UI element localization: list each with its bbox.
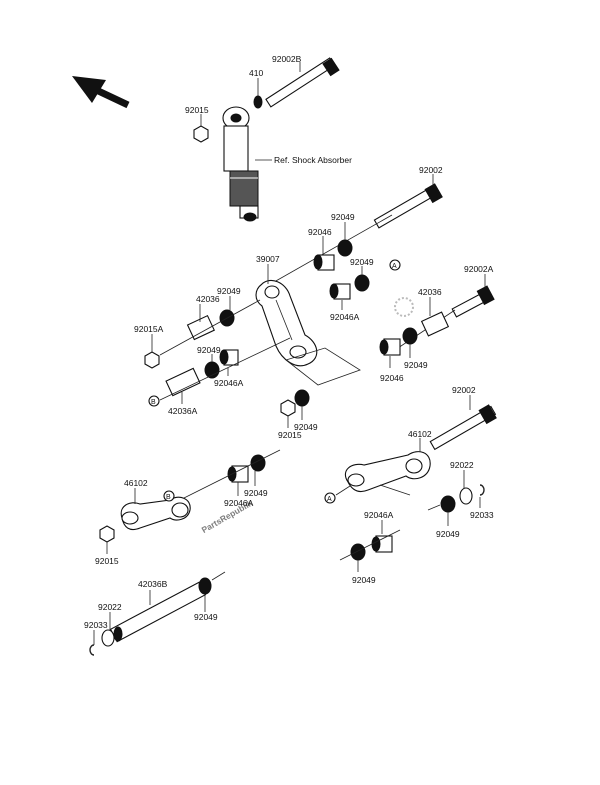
label-92049-c: 92049: [217, 286, 241, 296]
label-92002-mid: 92002: [452, 385, 476, 395]
bushing-42036a: [165, 367, 201, 397]
seal-92049-i: [350, 543, 366, 561]
label-92046a-mid: 92046A: [224, 498, 254, 508]
label-92049-d: 92049: [197, 345, 221, 355]
nut-92015-top: [193, 125, 209, 143]
seal-92049-f: [294, 389, 310, 407]
nut-92015a: [144, 351, 160, 369]
bolt-92002-mid: [429, 404, 497, 451]
label-92046-a: 92046: [308, 227, 332, 237]
washer-410: [253, 95, 263, 109]
linkage-39007: [255, 279, 318, 367]
marker-b-top: B: [148, 395, 160, 407]
label-42036b: 42036B: [138, 579, 168, 589]
label-92002a: 92002A: [464, 264, 494, 274]
label-92002b: 92002B: [272, 54, 302, 64]
nut-92015-low: [99, 525, 115, 543]
label-92015-top: 92015: [185, 105, 209, 115]
arm-46102-left: [120, 496, 191, 531]
svg-text:B: B: [151, 399, 156, 406]
seal-92049-j: [198, 577, 212, 595]
circlip-92033-left: [89, 644, 95, 656]
label-92046a-top: 92046A: [330, 312, 360, 322]
marker-a-top: A: [389, 259, 401, 271]
label-46102-left: 46102: [124, 478, 148, 488]
leader-lines: [93, 62, 486, 645]
seal-92049-g: [250, 454, 266, 472]
label-410: 410: [249, 68, 263, 78]
gear-icon: [394, 297, 414, 317]
svg-text:A: A: [392, 263, 397, 270]
nut-92015-mid: [280, 399, 296, 417]
label-92046-b: 92046: [380, 373, 404, 383]
label-92049-b: 92049: [350, 257, 374, 267]
seal-92049-e: [402, 327, 418, 345]
label-92022-right: 92022: [450, 460, 474, 470]
ref-shock-absorber-label: Ref. Shock Absorber: [274, 155, 352, 165]
arm-46102-right: [344, 451, 431, 493]
seal-92049-h: [440, 495, 456, 513]
direction-arrow-icon: [72, 76, 130, 109]
label-92046a-low: 92046A: [364, 510, 394, 520]
marker-b-left: B: [163, 490, 175, 502]
label-92049-a: 92049: [331, 212, 355, 222]
circlip-92033-right: [479, 484, 485, 496]
label-92015-low: 92015: [95, 556, 119, 566]
label-42036-left: 42036: [196, 294, 220, 304]
label-46102-right: 46102: [408, 429, 432, 439]
label-39007: 39007: [256, 254, 280, 264]
washer-92022-right: [459, 487, 473, 505]
bolt-92002a: [451, 285, 495, 318]
label-92049-i: 92049: [352, 575, 376, 585]
label-92015-mid: 92015: [278, 430, 302, 440]
label-92049-j: 92049: [194, 612, 218, 622]
label-42036a: 42036A: [168, 406, 198, 416]
label-92049-f: 92049: [294, 422, 318, 432]
seal-92049-b: [354, 274, 370, 292]
marker-a-right: A: [324, 492, 336, 504]
bushing-42036-right: [420, 311, 450, 337]
label-92022-left: 92022: [98, 602, 122, 612]
label-92049-g: 92049: [244, 488, 268, 498]
washer-92022-left: [101, 629, 115, 647]
seal-92049-a: [337, 239, 353, 257]
bolt-92002-top: [373, 183, 443, 229]
svg-text:A: A: [327, 496, 332, 503]
label-92049-h: 92049: [436, 529, 460, 539]
svg-text:B: B: [166, 494, 171, 501]
label-92049-e: 92049: [404, 360, 428, 370]
shock-absorber: [222, 106, 259, 222]
label-42036-right: 42036: [418, 287, 442, 297]
label-92002-top: 92002: [419, 165, 443, 175]
shaft-42036b: [109, 581, 207, 643]
bushing-42036-left: [186, 314, 215, 341]
label-92046a-left: 92046A: [214, 378, 244, 388]
label-92033-left: 92033: [84, 620, 108, 630]
bolt-92002b: [265, 57, 340, 108]
label-92033-right: 92033: [470, 510, 494, 520]
label-92015a: 92015A: [134, 324, 164, 334]
